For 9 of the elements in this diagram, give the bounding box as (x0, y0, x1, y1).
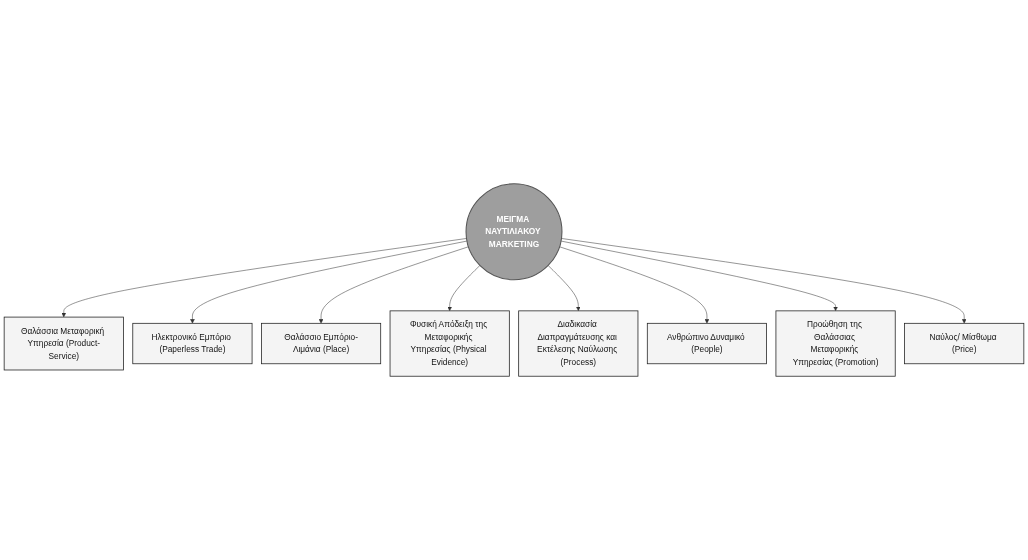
node-box: Ανθρώπινο Δυναμικό (People) (646, 322, 767, 365)
node-box: Φυσική Απόδειξη της Μεταφορικής Υπηρεσίας (Physical Evidence) (389, 310, 510, 377)
node-circle: ΜΕΙΓΜΑ ΝΑΥΤΙΛΙΑΚΟΥ MARKETING (465, 183, 563, 281)
node-box: Διαδικασία Διαπραγμάτευσης και Εκτέλεσης Ναύλωσης (Process) (518, 310, 639, 377)
node-box: Θαλάσσιο Εμπόριο-Λιμάνια (Place) (261, 322, 382, 365)
node-box: Θαλάσσια Μεταφορική Υπηρεσία (Product-Service) (3, 316, 124, 371)
node-box: Ναύλος/ Μίσθωμα (Price) (904, 322, 1025, 365)
node-box: Ηλεκτρονικό Εμπόριο (Paperless Trade) (132, 322, 253, 365)
node-box: Προώθηση της Θαλάσσιας Μεταφορικής Υπηρεσίας (Promotion) (775, 310, 896, 377)
